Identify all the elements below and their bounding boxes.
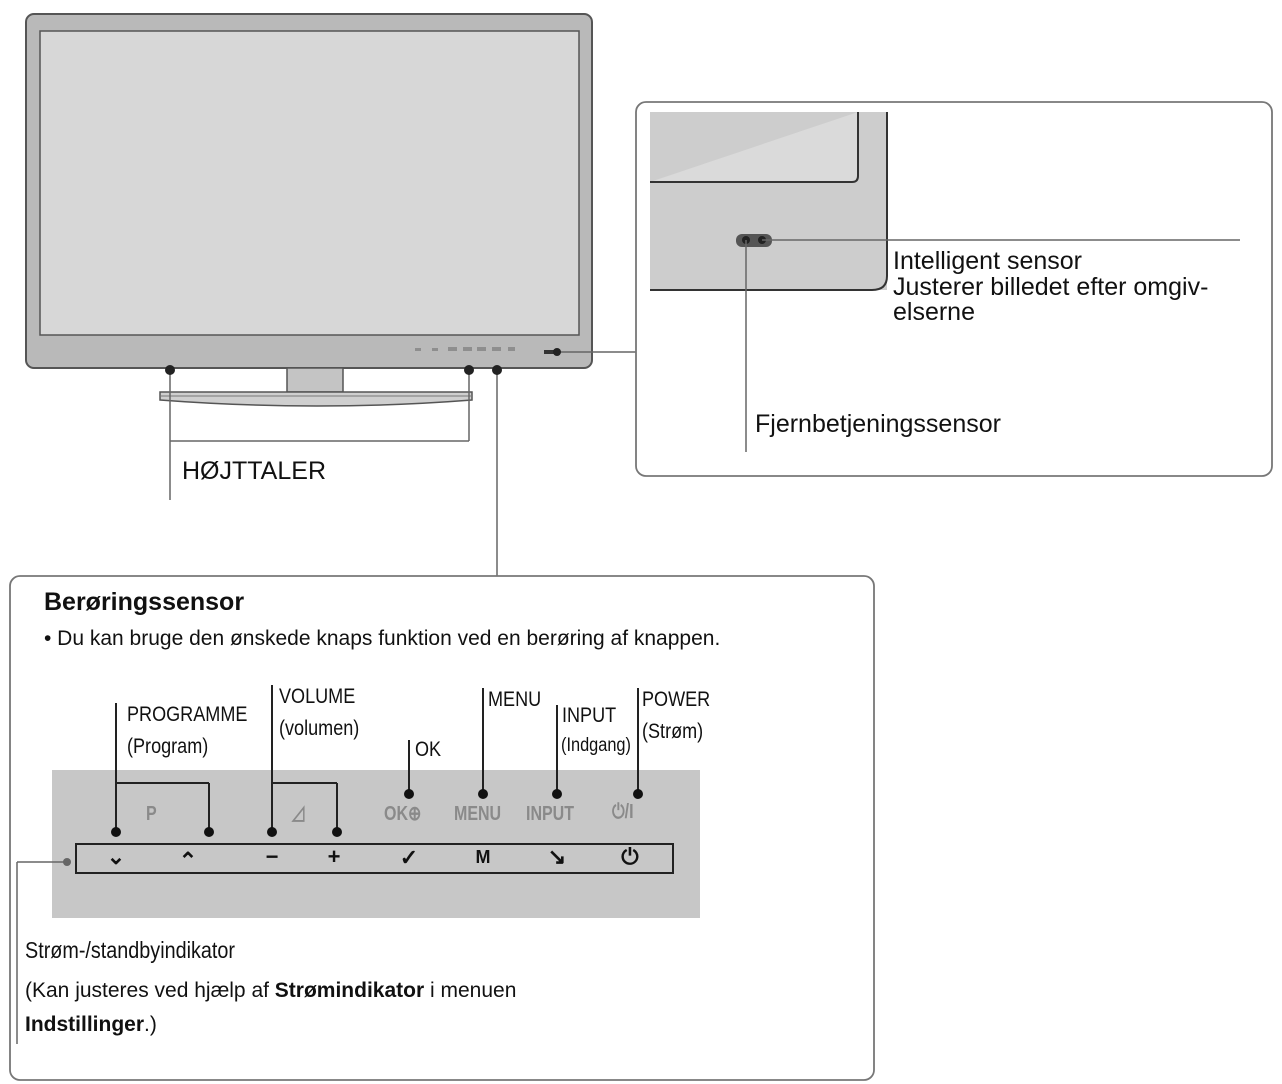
note-bold-settings: Indstillinger: [25, 1013, 145, 1036]
programme-up-button[interactable]: ⌃: [178, 848, 198, 873]
volume-down-button[interactable]: −: [265, 844, 279, 869]
remote-sensor-label: Fjernbetjeningssensor: [755, 410, 1001, 438]
power-button[interactable]: ⏻: [621, 844, 639, 869]
input-sub-label: (Indgang): [561, 735, 631, 756]
ok-button[interactable]: ✓: [399, 845, 419, 870]
tv-power-led: [544, 350, 557, 354]
speaker-left-dot: [165, 365, 175, 375]
panel-marking-menu: MENU: [454, 803, 502, 825]
menu-label: MENU: [488, 688, 542, 711]
tv-illustration: [25, 13, 593, 407]
intelligent-sensor-title: Intelligent sensor: [893, 247, 1083, 275]
speaker-right-dot: [464, 365, 474, 375]
touch-sensor-dot: [492, 365, 502, 375]
ok-callout: [404, 740, 414, 799]
menu-button[interactable]: M: [475, 847, 491, 867]
volume-label: VOLUME: [279, 685, 356, 708]
programme-label: PROGRAMME: [127, 703, 248, 726]
panel-marking-p: P: [146, 803, 157, 825]
sensor-detail-box: [635, 101, 1273, 477]
intelligent-sensor-desc-line1: Justerer billedet efter omgiv-: [893, 273, 1209, 301]
tv-base: [159, 391, 473, 407]
sensor-closeup: [650, 112, 888, 291]
indicator-note-line2: Indstillinger.): [25, 1014, 157, 1035]
indicator-callout: [16, 858, 71, 1044]
note-bold-power-indicator: Strømindikator: [274, 979, 425, 1002]
indicator-label: Strøm-/standbyindikator: [25, 937, 235, 963]
touch-box-bullet: • Du kan bruge den ønskede knaps funktio…: [44, 627, 721, 650]
touch-sensor-box: [9, 575, 875, 1081]
input-button[interactable]: ↘: [547, 844, 567, 869]
power-label: POWER: [642, 688, 711, 711]
touch-button-strip: [75, 843, 674, 874]
input-label: INPUT: [562, 704, 617, 727]
power-callout: [633, 688, 643, 799]
volume-callout: [271, 685, 338, 832]
ok-label: OK: [415, 738, 442, 761]
volume-sub-label: (volumen): [279, 717, 360, 740]
input-callout: [552, 705, 562, 799]
note-text-menu: i menuen: [424, 979, 517, 1002]
panel-marking-power: ⏻/I: [612, 801, 634, 823]
programme-sub-label: (Program): [127, 735, 209, 758]
volume-up-button[interactable]: +: [327, 844, 341, 869]
touch-box-title: Berøringssensor: [44, 588, 245, 616]
intelligent-sensor-desc-line2: elserne: [893, 298, 975, 326]
panel-marking-volume: ◿: [292, 802, 305, 824]
speaker-callout: [169, 370, 470, 500]
programme-callout: [115, 703, 210, 832]
tv-screen: [39, 30, 580, 336]
power-sub-label: (Strøm): [642, 720, 704, 743]
indicator-note-line1: (Kan justeres ved hjælp af Strømindikato…: [25, 980, 516, 1001]
programme-down-button[interactable]: ⌄: [106, 844, 126, 869]
sensor-dot: [553, 348, 561, 356]
note-text: (Kan justeres ved hjælp af: [25, 979, 275, 1002]
speaker-label: HØJTTALER: [182, 457, 326, 485]
menu-callout: [478, 688, 488, 799]
tv-neck: [286, 367, 344, 393]
panel-marking-ok: OK⊕: [384, 803, 422, 825]
tv-button-markings: [415, 347, 515, 351]
note-text-end: .): [144, 1013, 157, 1036]
panel-marking-input: INPUT: [526, 803, 574, 825]
